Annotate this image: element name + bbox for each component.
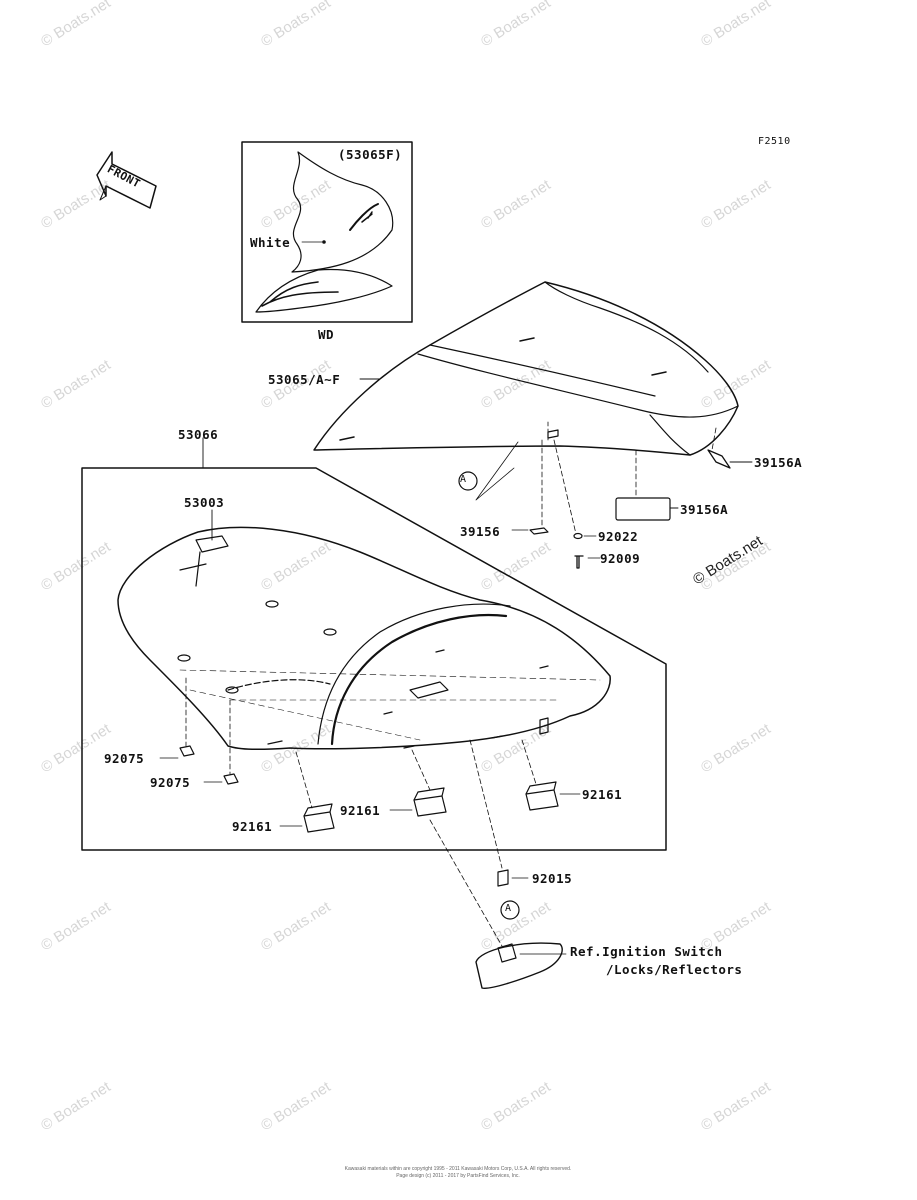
footer-design-credit: Page design (c) 2011 - 2017 by PartsFind… bbox=[396, 1173, 520, 1179]
part-label-washer[interactable]: 92022 bbox=[598, 529, 639, 544]
inset-color-label: White bbox=[250, 235, 291, 250]
callout-circle bbox=[500, 900, 520, 920]
reference-line1[interactable]: Ref.Ignition Switch bbox=[570, 944, 723, 959]
damper-drawing bbox=[521, 739, 581, 811]
part-label-nut-1[interactable]: 92075 bbox=[104, 751, 145, 766]
front-arrow-icon bbox=[96, 151, 157, 209]
part-label-bracket[interactable]: 39156 bbox=[460, 524, 501, 539]
damper-drawing bbox=[389, 749, 447, 817]
ignition-lock-drawing bbox=[429, 819, 567, 989]
inset-frame bbox=[241, 141, 413, 323]
inset-seat-cover-drawing bbox=[255, 151, 394, 313]
collar-drawing bbox=[497, 869, 509, 887]
part-label-reflector-top[interactable]: 39156A bbox=[754, 455, 803, 470]
part-label-seat-assembly[interactable]: 53066 bbox=[178, 427, 219, 442]
callout-label: A bbox=[505, 903, 512, 914]
inset-part-number: (53065F) bbox=[338, 147, 403, 162]
part-label-reflector-lower[interactable]: 39156A bbox=[680, 502, 729, 517]
part-label-damper-center[interactable]: 92161 bbox=[340, 803, 381, 818]
assembly-frame bbox=[81, 467, 667, 851]
inset-variant-label: WD bbox=[318, 327, 335, 342]
part-label-damper-left[interactable]: 92161 bbox=[232, 819, 273, 834]
figure-code: F2510 bbox=[758, 136, 791, 147]
part-label-damper-right[interactable]: 92161 bbox=[582, 787, 623, 802]
reference-line2[interactable]: /Locks/Reflectors bbox=[606, 962, 743, 977]
footer-copyright: Kawasaki materials within are copyright … bbox=[344, 1166, 572, 1172]
part-label-seat-cover[interactable]: 53065/A~F bbox=[268, 372, 341, 387]
seat-drawing bbox=[117, 509, 611, 775]
nut-drawing bbox=[179, 745, 195, 757]
part-label-bolt[interactable]: 92009 bbox=[600, 551, 641, 566]
part-label-collar[interactable]: 92015 bbox=[532, 871, 573, 886]
damper-drawing bbox=[279, 751, 335, 833]
part-label-seat-pan[interactable]: 53003 bbox=[184, 495, 225, 510]
reflector-lower-drawing bbox=[615, 497, 671, 521]
seat-cover-drawing bbox=[313, 281, 739, 456]
reflector-drawing bbox=[707, 449, 731, 469]
callout-label: A bbox=[460, 474, 467, 485]
nut-drawing bbox=[223, 773, 239, 785]
callout-circle bbox=[458, 471, 478, 491]
part-label-nut-2[interactable]: 92075 bbox=[150, 775, 191, 790]
